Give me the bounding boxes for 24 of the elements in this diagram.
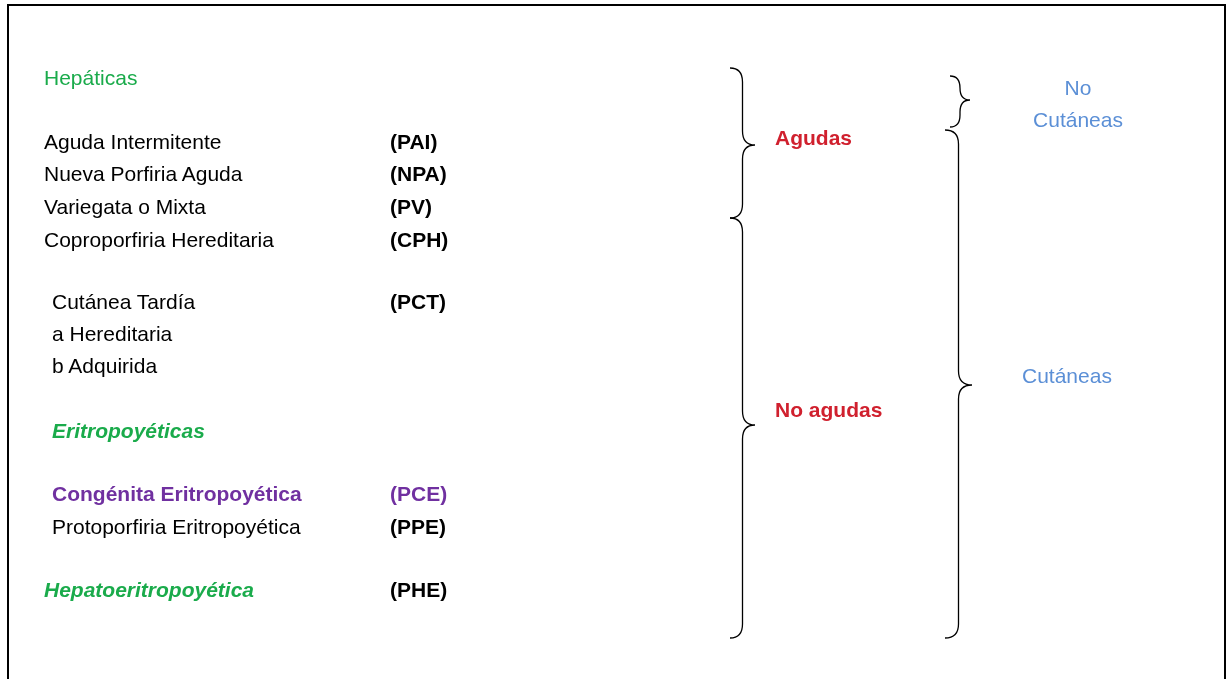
disease-name: Aguda Intermitente bbox=[44, 130, 222, 154]
abbreviation: (PAI) bbox=[390, 130, 438, 154]
disease-name: Coproporfiria Hereditaria bbox=[44, 228, 274, 252]
abbreviation: (NPA) bbox=[390, 162, 447, 186]
disease-name: Cutánea Tardía bbox=[52, 290, 196, 314]
abbreviation: (PCE) bbox=[390, 482, 448, 506]
group-label: Agudas bbox=[775, 126, 852, 150]
disease-name: Nueva Porfiria Aguda bbox=[44, 162, 243, 186]
disease-name: Congénita Eritropoyética bbox=[52, 482, 302, 506]
category-heading: Hepáticas bbox=[44, 66, 138, 90]
abbreviation: (PCT) bbox=[390, 290, 446, 314]
group-label: No agudas bbox=[775, 398, 883, 422]
disease-name: Protoporfiria Eritropoyética bbox=[52, 515, 301, 539]
abbreviation: (CPH) bbox=[390, 228, 449, 252]
group-label: Cutáneas bbox=[1022, 364, 1112, 388]
abbreviation: (PHE) bbox=[390, 578, 448, 602]
category-heading: Eritropoyéticas bbox=[52, 419, 205, 443]
abbreviation: (PPE) bbox=[390, 515, 446, 539]
disease-name: Variegata o Mixta bbox=[44, 195, 206, 219]
category-heading: Hepatoeritropoyética bbox=[44, 578, 255, 602]
subtype-name: a Hereditaria bbox=[52, 322, 173, 346]
group-label: No Cutáneas bbox=[1032, 75, 1124, 133]
subtype-name: b Adquirida bbox=[52, 354, 158, 378]
abbreviation: (PV) bbox=[390, 195, 432, 219]
